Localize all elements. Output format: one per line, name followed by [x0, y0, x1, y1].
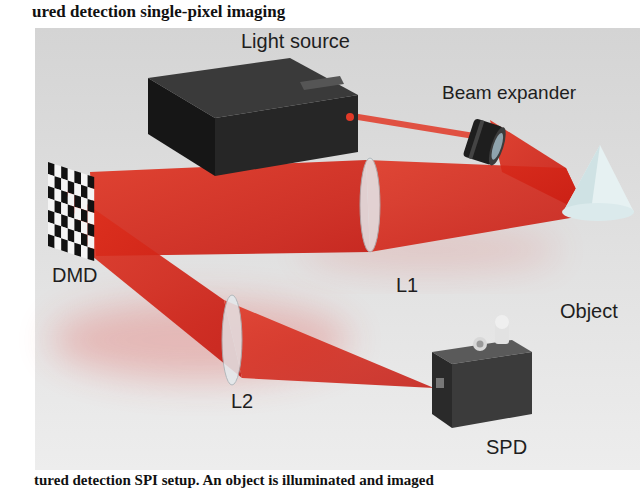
light-source-box	[148, 58, 358, 176]
dmd-cell	[61, 190, 68, 204]
dmd-cell	[61, 238, 68, 252]
figure-title: ured detection single-pixel imaging	[32, 2, 285, 22]
dmd-cell	[81, 173, 88, 187]
lens	[222, 295, 242, 385]
part-label: DMD	[52, 264, 98, 287]
dmd-cell	[74, 183, 81, 197]
dmd-cell	[48, 210, 55, 224]
dmd-cell	[55, 200, 62, 214]
dmd-cell	[48, 174, 55, 188]
dmd-cell	[68, 228, 75, 242]
dmd-cell	[61, 214, 68, 228]
dmd-cell	[55, 176, 62, 190]
dmd-cell	[48, 198, 55, 212]
part-label: L1	[396, 274, 418, 297]
object-beam	[366, 160, 588, 252]
dmd-cell	[48, 222, 55, 236]
dmd-cell	[81, 245, 88, 259]
object-cone	[562, 145, 634, 221]
dmd-cell	[88, 223, 95, 237]
dmd-cell	[55, 224, 62, 238]
single-pixel-detector	[432, 315, 532, 428]
dmd-cell	[55, 212, 62, 226]
part-label: SPD	[486, 436, 527, 459]
dmd-cell	[81, 233, 88, 247]
dmd-cell	[74, 195, 81, 209]
dmd-cell	[68, 240, 75, 254]
dmd-cell	[61, 226, 68, 240]
figure-caption: tured detection SPI setup. An object is …	[34, 472, 434, 489]
dmd-cell	[88, 235, 95, 249]
dmd-cell	[81, 185, 88, 199]
laser-beam	[352, 116, 474, 136]
dmd-cell	[74, 219, 81, 233]
dmd-cell	[88, 211, 95, 225]
dmd-cell	[55, 164, 62, 178]
dmd-cell	[88, 199, 95, 213]
part-label: Beam expander	[442, 82, 576, 104]
dmd-cell	[48, 186, 55, 200]
dmd-cell	[74, 231, 81, 245]
dmd-cell	[81, 209, 88, 223]
dmd-cell	[81, 221, 88, 235]
dmd-cell	[88, 187, 95, 201]
focused-beam	[224, 300, 434, 388]
dmd-cell	[55, 188, 62, 202]
dmd-cell	[48, 234, 55, 248]
dmd-cell	[74, 207, 81, 221]
dmd-mirror-array	[48, 162, 94, 261]
part-label: Object	[560, 300, 618, 323]
dmd-cell	[68, 180, 75, 194]
dmd-cell	[61, 202, 68, 216]
dmd-cell	[55, 236, 62, 250]
beam-expander	[463, 118, 510, 167]
dmd-cell	[48, 162, 55, 176]
backdrop	[35, 28, 640, 470]
dmd-cell	[68, 168, 75, 182]
lens	[360, 158, 380, 252]
dmd-cell	[81, 197, 88, 211]
dmd-cell	[68, 192, 75, 206]
dmd-cell	[61, 166, 68, 180]
dmd-cell	[68, 216, 75, 230]
dmd-cell	[74, 171, 81, 185]
dmd-cell	[74, 243, 81, 257]
dmd-cell	[68, 204, 75, 218]
dmd-cell	[61, 178, 68, 192]
dmd-cell	[88, 247, 95, 261]
dmd-cell	[88, 175, 95, 189]
part-label: Light source	[241, 30, 350, 53]
part-label: L2	[231, 390, 253, 413]
